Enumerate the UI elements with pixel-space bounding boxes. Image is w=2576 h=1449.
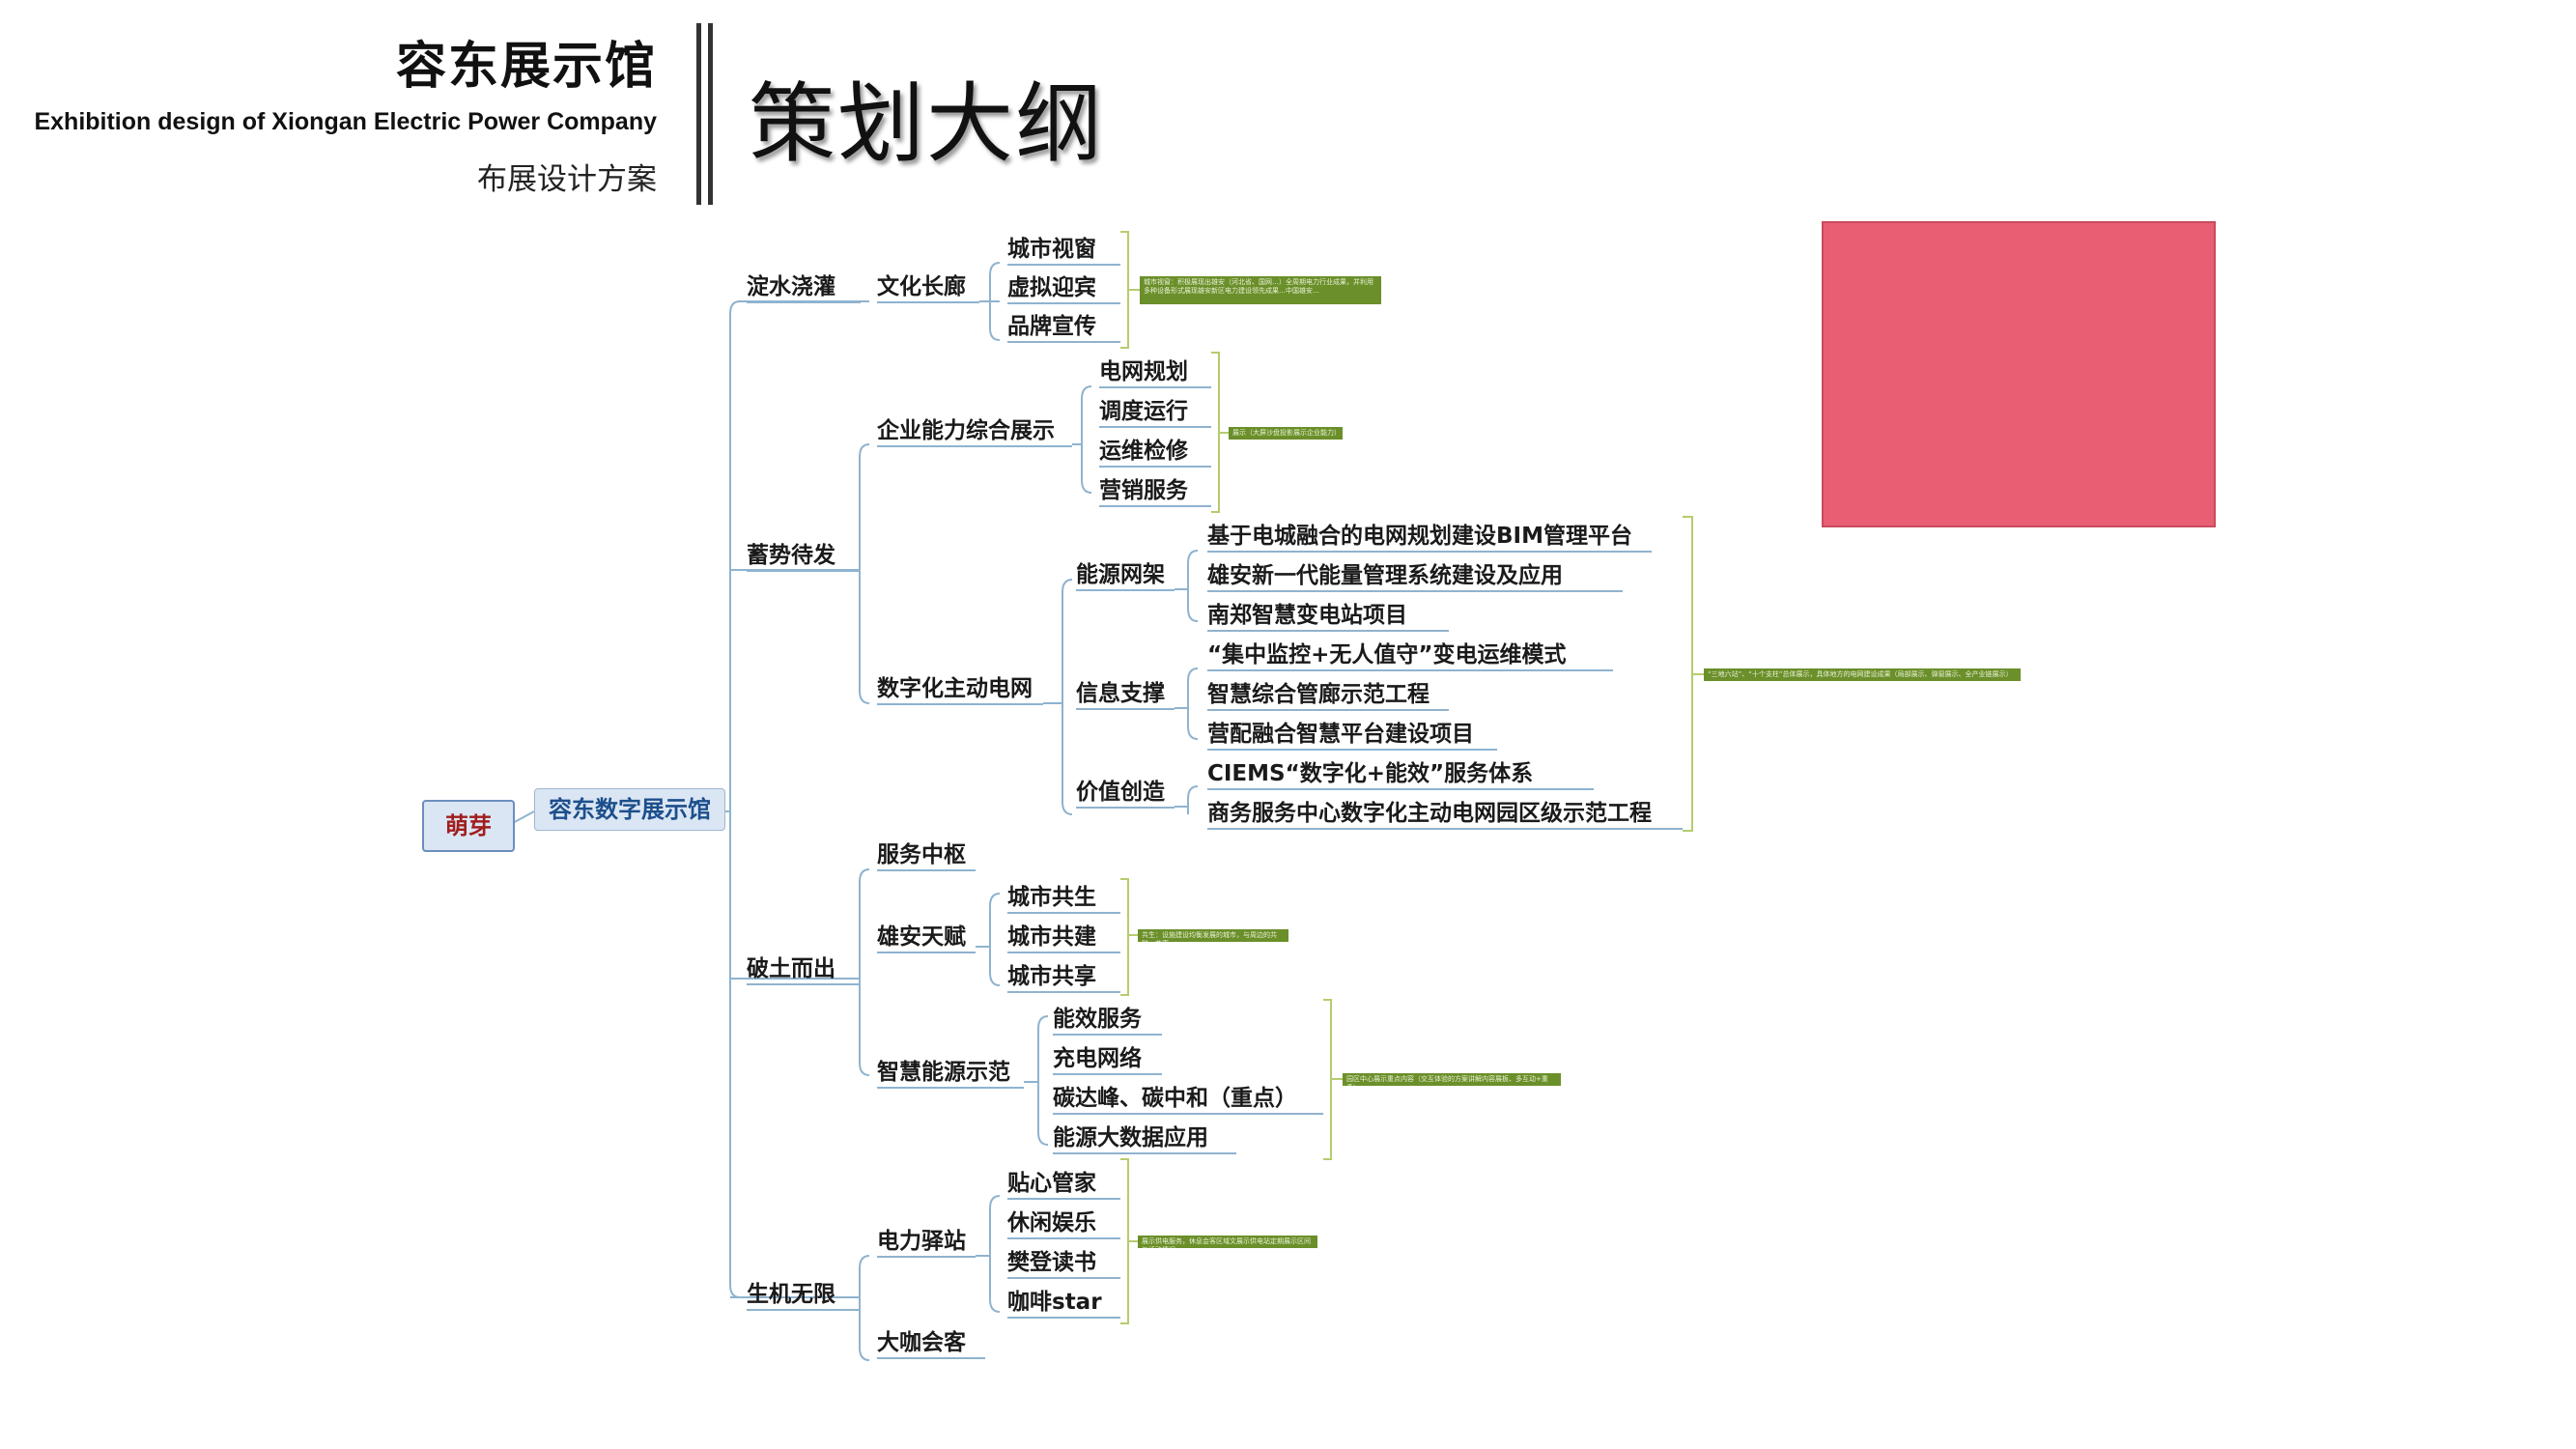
note-box: 园区中心展示重点内容（交互体验的方案讲解内容展板、多互动+重叠）: [1343, 1073, 1561, 1086]
leaf-node[interactable]: CIEMS“数字化+能效”服务体系: [1207, 759, 1594, 790]
divider-bar: [696, 23, 701, 205]
subbranch-node[interactable]: 信息支撑: [1076, 679, 1175, 710]
subbranch-node[interactable]: 智慧能源示范: [877, 1058, 1024, 1089]
leaf-node[interactable]: 品牌宣传: [1007, 312, 1120, 343]
brand-title: 容东展示馆: [395, 38, 657, 96]
subbranch-node[interactable]: 价值创造: [1076, 778, 1175, 809]
leaf-node[interactable]: 咖啡star: [1007, 1288, 1120, 1319]
leaf-node[interactable]: “集中监控+无人值守”变电运维模式: [1207, 640, 1613, 671]
page-title: 策划大纲: [749, 73, 1104, 175]
divider-bar: [708, 23, 713, 205]
subbranch-node[interactable]: 数字化主动电网: [877, 674, 1043, 705]
leaf-node[interactable]: 城市视窗: [1007, 235, 1120, 266]
subbranch-node[interactable]: 雄安天赋: [877, 923, 976, 953]
leaf-node[interactable]: 商务服务中心数字化主动电网园区级示范工程: [1207, 799, 1683, 830]
leaf-node[interactable]: 营配融合智慧平台建设项目: [1207, 720, 1497, 751]
leaf-node[interactable]: 营销服务: [1099, 476, 1211, 507]
leaf-node[interactable]: 休闲娱乐: [1007, 1208, 1120, 1239]
leaf-node[interactable]: 能效服务: [1053, 1005, 1162, 1036]
leaf-node[interactable]: 能源大数据应用: [1053, 1123, 1236, 1154]
leaf-node[interactable]: 充电网络: [1053, 1044, 1162, 1075]
leaf-node[interactable]: 雄安新一代能量管理系统建设及应用: [1207, 561, 1623, 592]
subbranch-node[interactable]: 企业能力综合展示: [877, 416, 1072, 447]
branch-node[interactable]: 淀水浇灌: [747, 272, 861, 303]
center-node[interactable]: 容东数字展示馆: [534, 788, 725, 831]
leaf-node[interactable]: 智慧综合管廊示范工程: [1207, 680, 1449, 711]
leaf-node[interactable]: 运维检修: [1099, 437, 1211, 468]
note-box: 城市视窗：积极展现出雄安（河北省、国网…）全周期电力行业成果，并利用多种设备形式…: [1140, 276, 1381, 304]
branch-node[interactable]: 破土而出: [747, 954, 861, 985]
image-placeholder: [1822, 221, 2216, 527]
note-box: 展示（大屏沙盘投影展示企业能力）: [1229, 427, 1343, 440]
leaf-node[interactable]: 樊登读书: [1007, 1248, 1120, 1279]
leaf-node[interactable]: 城市共建: [1007, 923, 1120, 953]
leaf-node[interactable]: 调度运行: [1099, 397, 1211, 428]
leaf-node[interactable]: 城市共享: [1007, 962, 1120, 993]
leaf-node[interactable]: 基于电城融合的电网规划建设BIM管理平台: [1207, 522, 1652, 553]
subbranch-node[interactable]: 大咖会客: [877, 1328, 985, 1359]
branch-node[interactable]: 生机无限: [747, 1280, 861, 1311]
brand-subtitle: Exhibition design of Xiongan Electric Po…: [34, 108, 657, 135]
brand-cn: 布展设计方案: [477, 162, 657, 197]
leaf-node[interactable]: 贴心管家: [1007, 1169, 1120, 1200]
note-box: 共生：设施建设均衡发展的城市，与周边的共融、共享: [1138, 929, 1288, 942]
subbranch-node[interactable]: 文化长廊: [877, 272, 979, 303]
leaf-node[interactable]: 碳达峰、碳中和（重点）: [1053, 1084, 1323, 1115]
note-box: “三地六站”、“十个支柱”总体展示，具体地方的电网建设成果（局部展示、弹窗展示、…: [1704, 668, 2021, 681]
leaf-node[interactable]: 城市共生: [1007, 883, 1120, 914]
leaf-node[interactable]: 电网规划: [1099, 357, 1211, 388]
subbranch-node[interactable]: 服务中枢: [877, 840, 976, 871]
leaf-node[interactable]: 南郑智慧变电站项目: [1207, 601, 1449, 632]
root-node[interactable]: 萌芽: [422, 800, 515, 852]
leaf-node[interactable]: 虚拟迎宾: [1007, 273, 1120, 304]
subbranch-node[interactable]: 电力驿站: [877, 1227, 976, 1258]
subbranch-node[interactable]: 能源网架: [1076, 560, 1175, 591]
note-box: 展示供电服务，休息会客区域文展示供电站定期展示区间与活动情况: [1138, 1236, 1317, 1248]
branch-node[interactable]: 蓄势待发: [747, 541, 861, 572]
